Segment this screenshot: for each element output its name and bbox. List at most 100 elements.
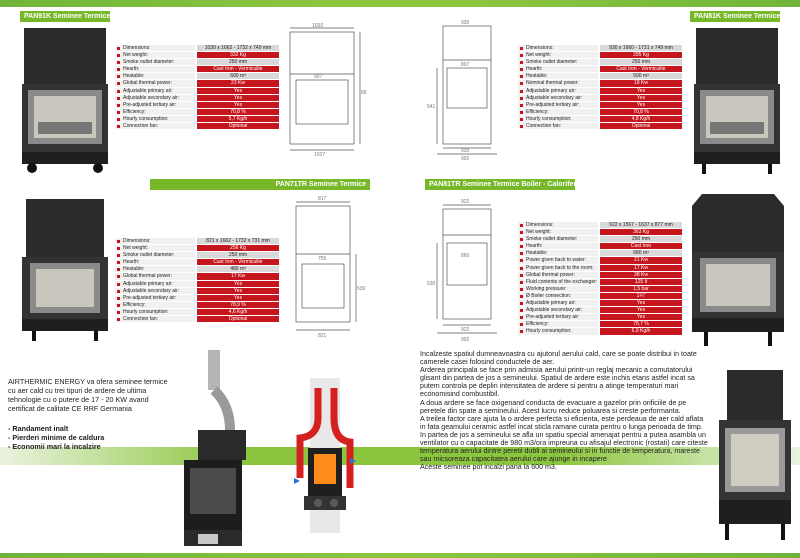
spec-row: Connection fan:Optional <box>115 316 279 324</box>
spec-table-pan91k: Dimensions:1030 x 1662 - 1732 x 749 mm N… <box>115 45 279 131</box>
spec-row: Hearth:Cast Iron - Vermiculite <box>115 259 279 267</box>
spec-row: Adjustable primary air:Yes <box>518 300 682 308</box>
fireplace-photo-lower <box>719 370 791 540</box>
dim-top: 1030 <box>312 23 323 29</box>
dim-top: 817 <box>318 196 327 202</box>
spec-row: Adjustable primary air:Yes <box>115 87 279 95</box>
spec-row: Efficiency:70,8 % <box>518 108 682 116</box>
spec-row: Hearth:Cast Iron - Vermiculite <box>115 66 279 74</box>
spec-row: Dimensions:1030 x 1662 - 1732 x 749 mm <box>115 45 279 53</box>
spec-row: Net weight:332 Kg <box>115 52 279 60</box>
paragraph: In partea de jos a semineului se afla un… <box>420 430 708 464</box>
description-text: Incalzeste spatiul dumneavoastra cu ajut… <box>420 350 710 471</box>
spec-row: Adjustable primary air:Yes <box>115 280 279 288</box>
spec-row: Dimensions:930 x 1660 - 1731 x 749 mm <box>518 45 682 53</box>
spec-table-pan71tr: Dimensions:821 x 1662 - 1732 x 731 mm Ne… <box>115 238 279 324</box>
spec-row: Nominal thermal power:18 Kw <box>518 80 682 88</box>
spec-row: Heatable:480 m³ <box>115 266 279 274</box>
product-label-pan81tr: PAN81TR Seminee Termice Boiler - Calorif… <box>425 179 576 190</box>
spec-row: Smoke outlet diameter:250 mm <box>518 236 682 244</box>
paragraph: A doua ardere se face oxigenand conducta… <box>420 398 687 415</box>
spec-table-pan81tr: Dimensions:922 x 1567 - 1637 x 877 mm Ne… <box>518 222 682 336</box>
dim-height: 862 <box>361 90 367 96</box>
technical-drawing-pan91k: 1030 907 1037 862 <box>289 23 367 157</box>
spec-row: Efficiency:78,9 % <box>115 301 279 309</box>
spec-row: Pre-adjusted tertiary air:Yes <box>518 101 682 109</box>
spec-row: Dimensions:821 x 1662 - 1732 x 731 mm <box>115 238 279 246</box>
benefits-list: - Randament inalt - Pierderi minime de c… <box>8 424 104 452</box>
spec-row: Fluid contents of the exchanger:125 lt <box>518 278 682 286</box>
dim-top: 922 <box>461 199 470 205</box>
spec-row: Hourly consumption:4,6 Kg/h <box>115 308 279 317</box>
spec-row: Pre-adjusted tertiary air:Yes <box>115 101 279 109</box>
spec-row: Pre-adjusted tertiary air:Yes <box>518 314 682 322</box>
intro-text: AIRTHERMIC ENERGY va ofera seminee termi… <box>8 377 168 413</box>
spec-row: Hearth:Cast Iron <box>518 243 682 251</box>
dim-bottom2: 992 <box>461 337 470 343</box>
spec-row: Hourly consumption:4,8 Kg/h <box>518 115 682 124</box>
dim-inner: 807 <box>461 62 470 68</box>
spec-row: Adjustable secondary air:Yes <box>115 94 279 102</box>
spec-row: Ø Boiler connection:1¼" <box>518 292 682 301</box>
spec-row: Adjustable secondary air:Yes <box>518 307 682 315</box>
spec-row: Smoke outlet diameter:250 mm <box>115 252 279 260</box>
spec-row: Smoke outlet diameter:250 mm <box>518 59 682 67</box>
spec-row: Efficiency:78,7 % <box>518 321 682 329</box>
product-label-pan81k: PAN81K Seminee Termice <box>690 11 780 22</box>
spec-row: Power given back to water:21 Kw <box>518 257 682 265</box>
spec-row: Net weight:256 Kg <box>115 245 279 253</box>
spec-row: Heatable:600 m³ <box>115 73 279 81</box>
dim-height: 530 <box>357 286 366 292</box>
dim-height: 530 <box>427 281 436 287</box>
spec-row: Hourly consumption:6,9 Kg/h <box>518 328 682 336</box>
chimney-installation-photo <box>184 350 246 546</box>
spec-row: Connection fan:Optional <box>115 123 279 131</box>
spec-row: Heatable:680 m³ <box>518 250 682 258</box>
spec-row: Working pressure:1,5 bar <box>518 285 682 293</box>
dim-bottom: 922 <box>461 327 470 333</box>
spec-row: Heatable:500 m³ <box>518 73 682 81</box>
spec-row: Smoke outlet diameter:250 mm <box>115 59 279 67</box>
spec-row: Dimensions:922 x 1567 - 1637 x 877 mm <box>518 222 682 230</box>
dim-height: 541 <box>427 104 436 110</box>
spec-row: Global thermal power:38 Kw <box>518 271 682 279</box>
dim-top: 930 <box>461 20 470 26</box>
spec-row: Power given back to the room:17 Kw <box>518 264 682 272</box>
fireplace-photo-pan91k <box>22 28 108 173</box>
dim-inner: 907 <box>314 74 323 80</box>
list-item: - Randament inalt <box>8 424 69 433</box>
spec-row: Global thermal power:23 Kw <box>115 80 279 88</box>
dim-bottom: 1037 <box>314 152 325 157</box>
dim-bottom: 930 <box>461 148 470 154</box>
technical-drawing-pan81tr: 922 860 922 992 530 <box>427 199 497 343</box>
paragraph: Aceste seminee pot incalzi pana la 600 m… <box>420 463 557 472</box>
spec-row: Pre-adjusted tertiary air:Yes <box>115 294 279 302</box>
technical-drawing-pan71tr: 817 755 821 530 <box>295 196 366 339</box>
dim-bottom2: 992 <box>461 156 470 162</box>
dim-bottom: 821 <box>318 333 327 339</box>
list-item: - Economii mari la incalzire <box>8 442 101 452</box>
spec-row: Adjustable secondary air:Yes <box>518 94 682 102</box>
technical-drawing-pan81k: 930 807 930 992 541 <box>427 20 497 162</box>
dim-inner: 755 <box>318 256 327 262</box>
airflow-diagram <box>294 378 356 533</box>
fireplace-photo-pan71tr <box>22 199 108 341</box>
bottom-green-bar <box>0 553 800 558</box>
spec-row: Hourly consumption:5,7 Kg/h <box>115 115 279 124</box>
product-label-pan91k: PAN91K Seminee Termice <box>20 11 110 22</box>
spec-row: Net weight:295 Kg <box>518 52 682 60</box>
fireplace-photo-pan81tr <box>692 194 784 346</box>
spec-row: Adjustable primary air:Yes <box>518 87 682 95</box>
top-green-bar <box>0 0 800 7</box>
spec-table-pan81k: Dimensions:930 x 1660 - 1731 x 749 mm Ne… <box>518 45 682 131</box>
paragraph: A treilea factor care ajuta la o ardere … <box>420 414 704 431</box>
spec-row: Connection fan:Optional <box>518 123 682 131</box>
list-item: - Pierderi minime de caldura <box>8 433 105 443</box>
spec-row: Efficiency:70,8 % <box>115 108 279 116</box>
product-label-pan71tr: PAN71TR Seminee Termice <box>150 179 370 190</box>
spec-row: Global thermal power:17 Kw <box>115 273 279 281</box>
spec-row: Adjustable secondary air:Yes <box>115 287 279 295</box>
fireplace-photo-pan81k <box>694 28 780 174</box>
paragraph: Arderea principala se face prin admisia … <box>420 366 695 399</box>
dim-inner: 860 <box>461 253 470 259</box>
